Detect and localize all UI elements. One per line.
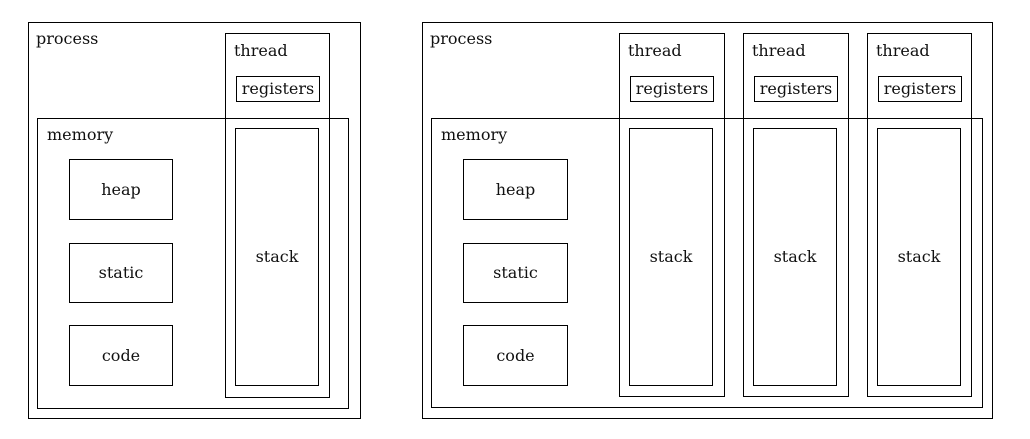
left-registers-label: registers bbox=[241, 79, 315, 99]
right-stack3-label: stack bbox=[897, 247, 941, 267]
left-static-box: static bbox=[69, 243, 173, 303]
right-registers2-label: registers bbox=[759, 79, 833, 99]
right-registers2-box: registers bbox=[754, 76, 838, 102]
left-code-box: code bbox=[69, 325, 173, 386]
right-stack2-label: stack bbox=[773, 247, 817, 267]
right-registers1-box: registers bbox=[630, 76, 714, 102]
right-stack1-label: stack bbox=[649, 247, 693, 267]
right-heap-box: heap bbox=[463, 159, 568, 220]
right-memory-label: memory bbox=[441, 125, 508, 144]
left-thread-label: thread bbox=[234, 41, 288, 60]
right-process-label: process bbox=[430, 29, 493, 48]
left-process-box: process bbox=[28, 22, 361, 419]
right-thread3-box: thread bbox=[867, 33, 972, 397]
right-registers3-box: registers bbox=[878, 76, 962, 102]
right-stack1-box: stack bbox=[629, 128, 713, 386]
left-stack-box: stack bbox=[235, 128, 319, 386]
right-stack3-box: stack bbox=[877, 128, 961, 386]
right-static-box: static bbox=[463, 243, 568, 303]
right-thread2-label: thread bbox=[752, 41, 806, 60]
left-registers-box: registers bbox=[236, 76, 320, 102]
right-memory-box: memory bbox=[431, 118, 983, 408]
left-code-label: code bbox=[101, 345, 141, 365]
left-static-label: static bbox=[98, 263, 144, 283]
right-registers3-label: registers bbox=[883, 79, 957, 99]
right-thread3-label: thread bbox=[876, 41, 930, 60]
left-memory-label: memory bbox=[47, 125, 114, 144]
left-memory-box: memory bbox=[37, 118, 349, 409]
right-process-box: process bbox=[422, 22, 993, 419]
right-static-label: static bbox=[493, 263, 538, 283]
left-stack-label: stack bbox=[255, 247, 299, 267]
right-registers1-label: registers bbox=[635, 79, 709, 99]
left-heap-box: heap bbox=[69, 159, 173, 220]
right-heap-label: heap bbox=[495, 179, 536, 199]
right-thread2-box: thread bbox=[743, 33, 849, 397]
right-code-label: code bbox=[496, 345, 535, 365]
left-process-label: process bbox=[36, 29, 99, 48]
right-stack2-box: stack bbox=[753, 128, 837, 386]
right-code-box: code bbox=[463, 325, 568, 386]
left-thread-box: thread bbox=[225, 33, 330, 398]
right-thread1-box: thread bbox=[619, 33, 725, 397]
right-thread1-label: thread bbox=[628, 41, 682, 60]
left-heap-label: heap bbox=[101, 179, 141, 199]
